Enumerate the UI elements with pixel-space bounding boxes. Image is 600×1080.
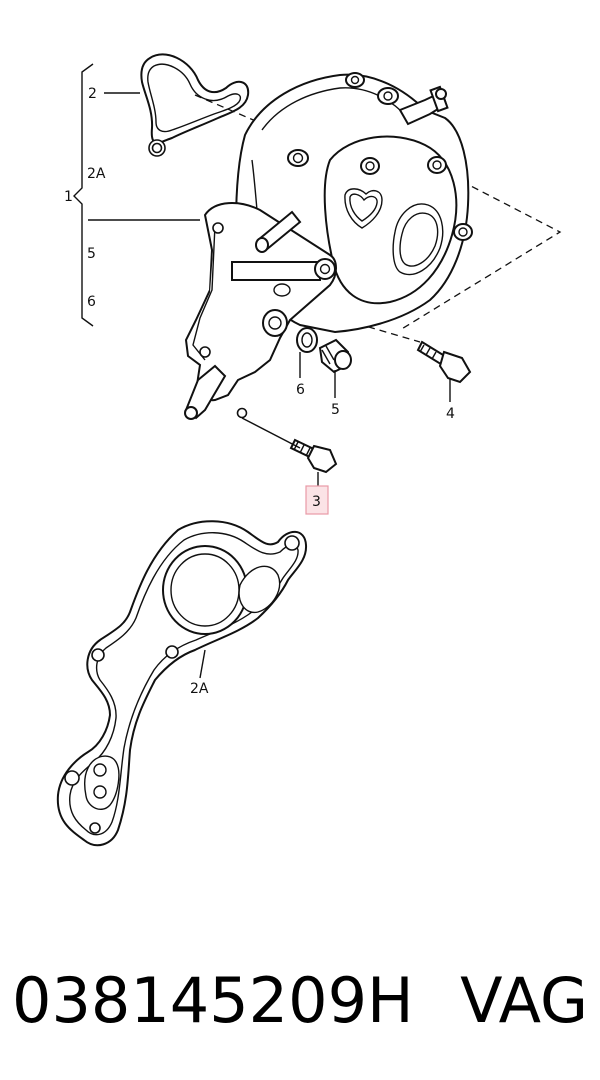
callout-2: 2 — [88, 86, 97, 102]
callout-6-left: 6 — [87, 294, 96, 310]
callout-5-left: 5 — [87, 246, 96, 262]
bolt-4-part — [416, 340, 472, 384]
small-gasket-part — [140, 53, 250, 157]
callout-2a-bottom: 2A — [190, 681, 209, 697]
exploded-parts-diagram: 1 2 2A 5 6 6 5 4 3 2A — [56, 53, 562, 847]
part-footer: 038145209H VAG — [12, 955, 588, 1045]
seal-ring-part — [296, 327, 318, 353]
large-gasket-part — [56, 520, 308, 847]
callout-6: 6 — [296, 382, 305, 398]
highlighted-callout-box — [305, 485, 329, 515]
callout-1: 1 — [64, 189, 73, 205]
bolt-3-part — [289, 438, 338, 474]
vacuum-pump-part — [184, 72, 562, 420]
plug-screw-part — [318, 338, 352, 374]
brand-name: VAG — [460, 963, 588, 1037]
callout-4: 4 — [446, 406, 455, 422]
part-number: 038145209H — [12, 963, 414, 1037]
callout-3: 3 — [312, 494, 321, 510]
group-bracket — [73, 63, 94, 327]
callout-2a-top: 2A — [87, 166, 106, 182]
callout-5: 5 — [331, 402, 340, 418]
